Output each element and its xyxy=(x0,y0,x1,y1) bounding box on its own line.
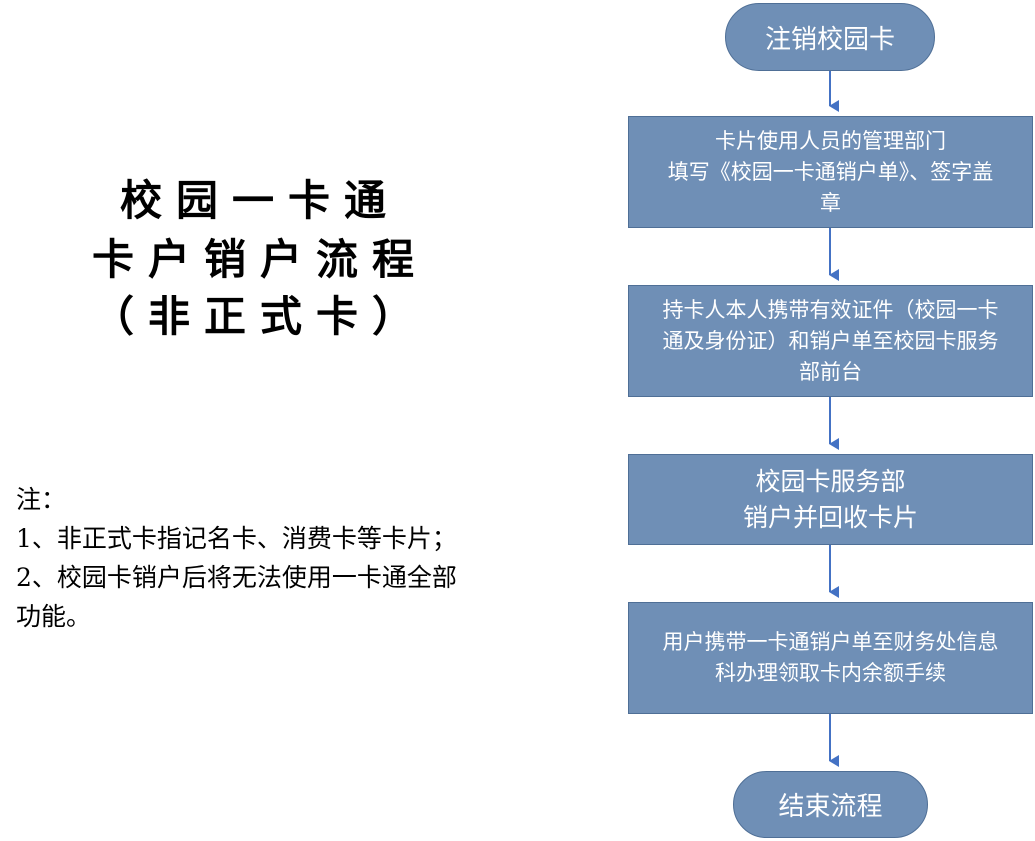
flow-node-step4-line-2: 科办理领取卡内余额手续 xyxy=(715,661,946,685)
notes-item-2-line-2: 功能。 xyxy=(16,602,92,631)
notes-heading: 注： xyxy=(16,485,67,514)
flow-node-step4: 用户携带一卡通销户单至财务处信息 科办理领取卡内余额手续 xyxy=(628,602,1033,714)
flow-node-end-label: 结束流程 xyxy=(778,792,883,822)
flow-node-end: 结束流程 xyxy=(733,771,928,838)
flow-node-step3: 校园卡服务部 销户并回收卡片 xyxy=(628,454,1033,545)
flow-node-step1-line-3: 章 xyxy=(820,190,841,215)
diagram-title-line-1: 校园一卡通 xyxy=(119,176,400,225)
flow-node-step2: 持卡人本人携带有效证件（校园一卡 通及身份证）和销户单至校园卡服务 部前台 xyxy=(628,285,1033,397)
flow-node-step4-line-1: 用户携带一卡通销户单至财务处信息 xyxy=(662,630,999,654)
flow-node-step1-line-2: 填写《校园一卡通销户单》、签字盖 xyxy=(667,159,994,184)
flow-node-start-label: 注销校园卡 xyxy=(764,24,895,55)
notes-block: 注： 1、非正式卡指记名卡、消费卡等卡片； 2、校园卡销户后将无法使用一卡通全部… xyxy=(16,480,536,636)
notes-item-2-line-1: 2、校园卡销户后将无法使用一卡通全部 xyxy=(16,563,457,592)
flow-node-step1: 卡片使用人员的管理部门 填写《校园一卡通销户单》、签字盖 章 xyxy=(628,116,1033,228)
notes-item-1: 1、非正式卡指记名卡、消费卡等卡片； xyxy=(16,524,457,553)
flow-node-step2-line-3: 部前台 xyxy=(799,359,862,384)
diagram-title-line-3: （非正式卡） xyxy=(91,292,428,341)
flow-node-step2-line-2: 通及身份证）和销户单至校园卡服务 xyxy=(662,328,999,353)
flow-node-step3-line-1: 校园卡服务部 xyxy=(755,466,906,496)
flow-node-step2-line-1: 持卡人本人携带有效证件（校园一卡 xyxy=(662,297,999,322)
flow-node-step3-line-2: 销户并回收卡片 xyxy=(742,502,918,532)
diagram-title-line-2: 卡户销户流程 xyxy=(91,235,428,284)
flow-node-start: 注销校园卡 xyxy=(725,3,935,71)
flow-node-step1-line-1: 卡片使用人员的管理部门 xyxy=(715,128,946,153)
